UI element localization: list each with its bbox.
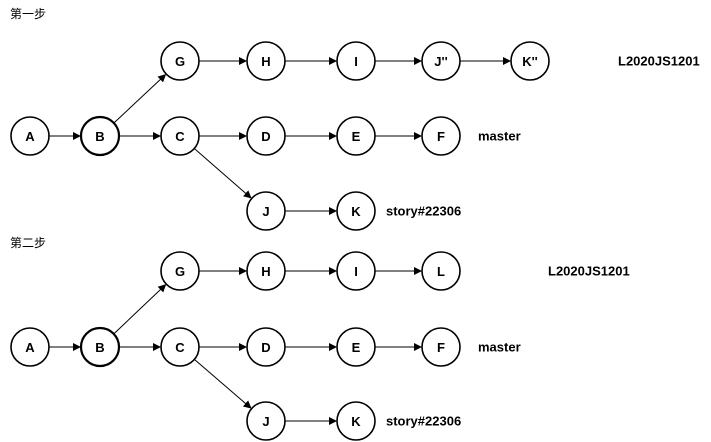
commit-label-a: A: [25, 129, 35, 144]
commit-label-c: C: [175, 340, 185, 355]
commit-label-h: H: [261, 264, 270, 279]
commit-node-h: [246, 41, 286, 81]
commit-label-k: K: [351, 204, 361, 219]
commit-node-k: [336, 191, 376, 231]
commit-label-i: I: [354, 54, 358, 69]
commit-label-d: D: [261, 129, 270, 144]
branch-label-story-22306: story#22306: [386, 204, 461, 219]
commit-label-c: C: [175, 129, 185, 144]
branch-label-master: master: [478, 129, 521, 144]
step-1-graph: 第一步 A B C D E F G H I J'' K'' J K L2020JS1201 master sto…: [10, 7, 700, 231]
commit-label-b: B: [95, 340, 104, 355]
commit-label-j2: J'': [434, 54, 447, 69]
branch-label-master: master: [478, 340, 521, 355]
commit-node-d: [246, 327, 286, 367]
commit-label-e: E: [352, 129, 361, 144]
step-2-graph: 第二步 A B C D E F G H I L J K L2020JS1201 master story#22…: [10, 236, 630, 441]
edge-c-to-j: [194, 359, 252, 409]
step-1-title: 第一步: [10, 7, 46, 21]
edge-c-to-j: [193, 148, 252, 199]
commit-node-j: [246, 191, 286, 231]
commit-node-k2: [510, 41, 550, 81]
commit-label-j: J: [262, 204, 269, 219]
commit-node-g: [160, 41, 200, 81]
commit-node-i: [336, 251, 376, 291]
commit-label-b: B: [95, 129, 104, 144]
commit-node-f: [421, 116, 461, 156]
commit-label-d: D: [261, 340, 270, 355]
branch-label-l2020js1201: L2020JS1201: [548, 264, 630, 279]
commit-label-a: A: [25, 340, 35, 355]
commit-node-i: [336, 41, 376, 81]
commit-label-g: G: [175, 54, 185, 69]
commit-node-j2: [421, 41, 461, 81]
commit-label-i: I: [354, 264, 358, 279]
commit-node-c: [160, 327, 200, 367]
commit-node-a: [10, 116, 50, 156]
commit-node-j: [246, 401, 286, 441]
commit-label-f: F: [437, 340, 445, 355]
edge-b-to-g: [113, 74, 167, 124]
commit-label-j: J: [262, 414, 269, 429]
commit-node-e: [336, 327, 376, 367]
commit-node-f: [421, 327, 461, 367]
commit-label-k2: K'': [522, 54, 538, 69]
commit-label-e: E: [352, 340, 361, 355]
commit-node-d: [246, 116, 286, 156]
commit-label-h: H: [261, 54, 270, 69]
branch-label-story-22306: story#22306: [386, 414, 461, 429]
commit-node-c: [160, 116, 200, 156]
commit-node-g: [160, 251, 200, 291]
commit-node-l: [421, 251, 461, 291]
commit-label-l: L: [437, 264, 445, 279]
branch-label-l2020js1201: L2020JS1201: [618, 54, 700, 69]
commit-label-k: K: [351, 414, 361, 429]
commit-label-g: G: [175, 264, 185, 279]
edge-b-to-g: [113, 284, 167, 335]
commit-node-b: [79, 115, 121, 157]
step-2-title: 第二步: [10, 236, 46, 250]
commit-node-e: [336, 116, 376, 156]
commit-node-k: [336, 401, 376, 441]
commit-node-a: [10, 327, 50, 367]
commit-node-b: [79, 326, 121, 368]
commit-label-f: F: [437, 129, 445, 144]
commit-node-h: [246, 251, 286, 291]
